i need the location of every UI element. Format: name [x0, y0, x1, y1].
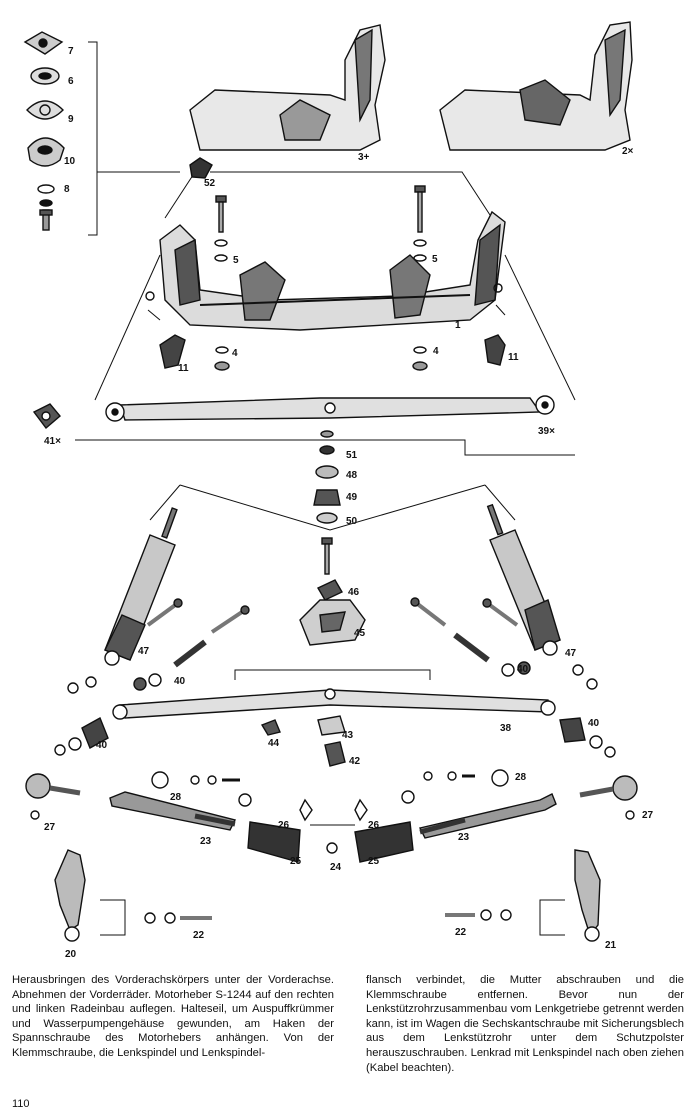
tie-rod-left — [109, 791, 301, 863]
callout-4-right: 4 — [433, 346, 439, 357]
tie-rod-right — [354, 793, 557, 863]
callout-7: 7 — [68, 46, 74, 57]
clip-26 — [299, 798, 368, 854]
callout-25-right: 25 — [368, 856, 380, 867]
callout-20: 20 — [65, 949, 77, 960]
clamp-parts — [260, 715, 346, 767]
callout-48: 48 — [346, 470, 358, 481]
bolt-right — [413, 185, 427, 262]
callout-6: 6 — [68, 76, 74, 87]
callout-2: 2× — [622, 146, 634, 157]
mounting-bracket — [299, 599, 366, 646]
callout-5-right: 5 — [432, 254, 438, 265]
callout-38: 38 — [500, 723, 512, 734]
part-8-bolt-set — [37, 184, 55, 231]
callout-52: 52 — [204, 178, 216, 189]
exploded-view-diagram: 7 6 9 10 8 3+ 2× 52 5 5 4 4 1 11 11 41× … — [23, 21, 654, 960]
callout-25-left: 25 — [290, 856, 302, 867]
bushings-40-left — [54, 717, 109, 756]
callout-27-left: 27 — [44, 822, 56, 833]
page-number: 110 — [12, 1098, 30, 1110]
callout-43: 43 — [342, 730, 354, 741]
bracket-bolt — [317, 537, 343, 601]
text-column-left: Herausbringen des Vorderachskörpers unte… — [12, 973, 334, 1061]
callout-46: 46 — [348, 587, 360, 598]
callout-40-d: 40 — [588, 718, 600, 729]
callout-28-left: 28 — [170, 792, 182, 803]
clamps-28 — [151, 769, 509, 807]
callout-27-right: 27 — [642, 810, 654, 821]
nut-right — [412, 346, 428, 371]
callout-22-left: 22 — [193, 930, 205, 941]
callout-40-c: 40 — [517, 664, 529, 675]
tie-rod-end-right — [579, 775, 638, 820]
callout-24: 24 — [330, 862, 342, 873]
part-7-plate — [23, 31, 64, 55]
callout-11-left: 11 — [178, 363, 189, 374]
callout-41: 41× — [44, 436, 61, 447]
bump-stop-right — [484, 283, 506, 366]
front-axle-crossmember — [159, 210, 506, 331]
callout-26-right: 26 — [368, 820, 380, 831]
part-10-mount — [27, 137, 65, 167]
callout-1: 1 — [455, 320, 461, 331]
radius-rod — [112, 669, 556, 720]
center-stack — [313, 430, 341, 524]
callout-4-left: 4 — [232, 348, 238, 359]
callout-28-right: 28 — [515, 772, 527, 783]
paragraph-left: Herausbringen des Vorderachskörpers unte… — [12, 974, 334, 1059]
subframe-2 — [439, 21, 633, 151]
bushing-41 — [32, 403, 61, 430]
bump-stop-left — [145, 291, 186, 369]
callout-26-left: 26 — [278, 820, 290, 831]
nut-left — [214, 346, 230, 371]
callout-10: 10 — [64, 156, 76, 167]
callout-40-b: 40 — [96, 740, 108, 751]
bolts-left — [146, 598, 250, 668]
callout-49: 49 — [346, 492, 358, 503]
callout-5-left: 5 — [233, 255, 239, 266]
tie-rod-end-left — [25, 773, 81, 820]
bushings-40-right — [559, 717, 616, 758]
callout-40-a: 40 — [174, 676, 186, 687]
callout-44: 44 — [268, 738, 280, 749]
stabilizer-bar — [105, 395, 555, 422]
washers-left — [67, 673, 162, 694]
bolt-left — [214, 195, 228, 262]
callout-47-right: 47 — [565, 648, 577, 659]
shock-absorber-left — [104, 507, 178, 666]
callout-39: 39× — [538, 426, 555, 437]
part-9-flange — [26, 100, 64, 120]
callout-9: 9 — [68, 114, 74, 125]
shock-absorber-right — [486, 503, 561, 656]
bolts-right — [410, 597, 519, 663]
part-6-washer — [30, 67, 60, 85]
small-bolts — [190, 771, 475, 785]
callout-23-right: 23 — [458, 832, 470, 843]
callout-21: 21 — [605, 940, 617, 951]
callout-11-right: 11 — [508, 352, 519, 363]
callout-45: 45 — [354, 628, 366, 639]
callout-42: 42 — [349, 756, 361, 767]
callout-47-left: 47 — [138, 646, 150, 657]
callout-8: 8 — [64, 184, 70, 195]
callout-50: 50 — [346, 516, 358, 527]
steering-arm-right — [445, 849, 601, 942]
callout-3: 3+ — [358, 152, 370, 163]
callout-22-right: 22 — [455, 927, 467, 938]
subframe-3 — [189, 24, 386, 151]
steering-arm-left — [54, 849, 212, 942]
callout-23-left: 23 — [200, 836, 212, 847]
callout-51: 51 — [346, 450, 358, 461]
washers-right — [501, 661, 598, 690]
paragraph-right: flansch verbindet, die Mutter abschraube… — [366, 974, 684, 1074]
text-column-right: flansch verbindet, die Mutter abschraube… — [366, 973, 684, 1075]
